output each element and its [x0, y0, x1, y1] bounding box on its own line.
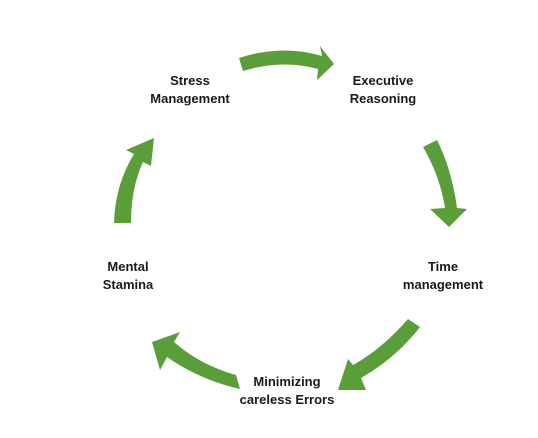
node-time-management: Time management	[403, 258, 483, 294]
arrow-executive-to-time	[423, 140, 467, 227]
arrow-time-to-minimizing	[338, 319, 420, 390]
node-label-line: Minimizing	[253, 374, 321, 389]
arrow-stress-to-executive	[239, 46, 334, 80]
node-label-line: management	[402, 277, 484, 292]
node-label-line: Time	[427, 259, 459, 274]
node-label-line: Stamina	[102, 277, 154, 292]
node-label-line: careless Errors	[239, 392, 335, 407]
node-mental-stamina: Mental Stamina	[103, 258, 154, 294]
node-label-line: Management	[150, 91, 230, 106]
node-label-line: Stress	[170, 73, 210, 88]
node-stress-management: Stress Management	[150, 72, 229, 108]
node-label-line: Mental	[107, 259, 149, 274]
node-minimizing-careless-errors: Minimizing careless Errors	[240, 373, 335, 409]
node-label-line: Reasoning	[349, 91, 417, 106]
node-label-line: Executive	[352, 73, 414, 88]
node-executive-reasoning: Executive Reasoning	[350, 72, 416, 108]
arrow-minimizing-to-mental	[152, 332, 240, 389]
arrow-mental-to-stress	[114, 138, 154, 223]
